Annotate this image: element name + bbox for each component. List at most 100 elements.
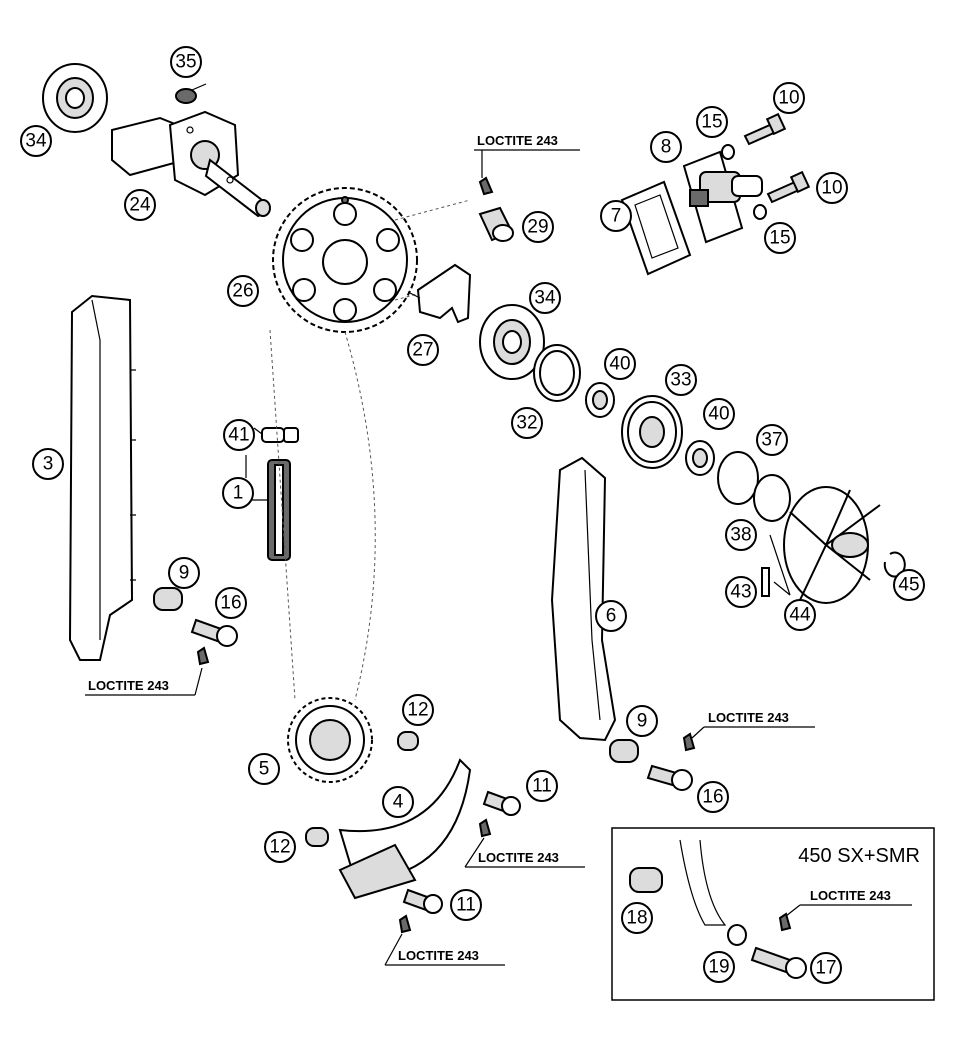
washer-15-bottom (753, 204, 767, 220)
svg-text:6: 6 (606, 606, 617, 627)
svg-text:40: 40 (609, 354, 630, 375)
svg-text:41: 41 (228, 425, 249, 446)
loctite-label-left: LOCTITE 243 (85, 667, 203, 696)
callout-40-right: 40 (703, 398, 735, 430)
svg-text:33: 33 (670, 370, 691, 391)
svg-text:24: 24 (129, 195, 151, 216)
callout-15-top: 15 (696, 106, 728, 138)
svg-text:3: 3 (43, 454, 54, 475)
bearing-40-left (585, 382, 615, 418)
gear-33 (621, 395, 683, 469)
timing-chain-1 (267, 459, 291, 561)
svg-text:34: 34 (25, 131, 47, 152)
pin-43 (761, 567, 770, 597)
callout-16-right: 16 (697, 781, 729, 813)
callout-15-bottom: 15 (764, 222, 796, 254)
bearing-34-right (479, 304, 545, 380)
callout-7: 7 (600, 200, 632, 232)
callout-9-left: 9 (168, 557, 200, 589)
bushing-12-top (397, 731, 419, 751)
bearing-34-top (42, 63, 108, 133)
svg-text:10: 10 (821, 178, 842, 199)
bearing-40-right (685, 440, 715, 476)
callout-10-top: 10 (773, 82, 805, 114)
svg-text:35: 35 (175, 52, 196, 73)
callout-8: 8 (650, 131, 682, 163)
svg-text:16: 16 (702, 787, 723, 808)
loctite-label-top: LOCTITE 243 (474, 133, 580, 178)
callout-4: 4 (382, 786, 414, 818)
callout-45: 45 (893, 569, 925, 601)
callout-41: 41 (223, 419, 255, 451)
svg-text:18: 18 (626, 908, 647, 929)
callout-27: 27 (407, 334, 439, 366)
svg-text:34: 34 (534, 288, 556, 309)
callout-6: 6 (595, 600, 627, 632)
svg-text:1: 1 (233, 483, 244, 504)
callout-18: 18 (621, 902, 653, 934)
callout-11-lower: 11 (450, 889, 482, 921)
callout-16-left: 16 (215, 587, 247, 619)
sliding-rail-4 (338, 758, 472, 900)
callout-11-upper: 11 (526, 770, 558, 802)
svg-text:15: 15 (701, 112, 722, 133)
callout-37: 37 (756, 424, 788, 456)
screw-16-left (190, 618, 238, 647)
svg-text:43: 43 (730, 582, 751, 603)
callout-3: 3 (32, 448, 64, 480)
svg-text:15: 15 (769, 228, 790, 249)
bushing-12-bottom (305, 827, 329, 847)
impeller-44 (783, 486, 881, 604)
callout-34-right: 34 (529, 282, 561, 314)
callout-35: 35 (170, 46, 202, 78)
callout-33: 33 (665, 364, 697, 396)
svg-text:LOCTITE 243: LOCTITE 243 (398, 948, 479, 963)
callout-38: 38 (725, 519, 757, 551)
callout-26: 26 (227, 275, 259, 307)
svg-text:LOCTITE 243: LOCTITE 243 (478, 850, 559, 865)
variant-box-title: 450 SX+SMR (798, 845, 920, 867)
callout-29: 29 (522, 211, 554, 243)
callout-10-bottom: 10 (816, 172, 848, 204)
svg-text:17: 17 (815, 958, 836, 979)
callout-24: 24 (124, 189, 156, 221)
callout-12-bottom: 12 (264, 831, 296, 863)
screw-29 (478, 176, 514, 242)
variant-box: 450 SX+SMR (611, 827, 935, 1001)
screw-10-bottom (766, 170, 811, 204)
screw-16-right (646, 764, 693, 791)
svg-text:45: 45 (898, 575, 919, 596)
svg-text:37: 37 (761, 430, 782, 451)
o-ring-37 (717, 451, 759, 505)
svg-text:11: 11 (456, 895, 476, 916)
svg-text:12: 12 (269, 837, 290, 858)
screw-11-upper (482, 790, 521, 816)
svg-text:32: 32 (516, 413, 537, 434)
svg-text:38: 38 (730, 525, 751, 546)
svg-text:9: 9 (637, 711, 648, 732)
svg-text:11: 11 (532, 776, 552, 797)
chain-link-41 (261, 427, 299, 443)
ring-32 (533, 344, 581, 402)
callout-1: 1 (222, 477, 254, 509)
screw-10-top (743, 112, 787, 146)
chain-guide-rail-3 (68, 294, 136, 661)
bushing-9-right (609, 739, 639, 763)
svg-text:27: 27 (412, 340, 433, 361)
gasket-7 (620, 180, 692, 276)
spring-35 (175, 83, 207, 104)
svg-text:19: 19 (708, 957, 729, 978)
screw-11-lower (402, 888, 443, 914)
o-ring-38 (753, 474, 791, 522)
bushing-9-left (153, 587, 183, 611)
svg-text:44: 44 (789, 605, 811, 626)
callout-5: 5 (248, 753, 280, 785)
svg-text:12: 12 (407, 700, 428, 721)
callout-17: 17 (810, 952, 842, 984)
svg-text:10: 10 (778, 88, 799, 109)
loctite-label-bottom: LOCTITE 243 (384, 933, 505, 966)
callout-12-top: 12 (402, 694, 434, 726)
callout-44: 44 (784, 599, 816, 631)
loctite-label-middle: LOCTITE 243 (464, 837, 585, 868)
